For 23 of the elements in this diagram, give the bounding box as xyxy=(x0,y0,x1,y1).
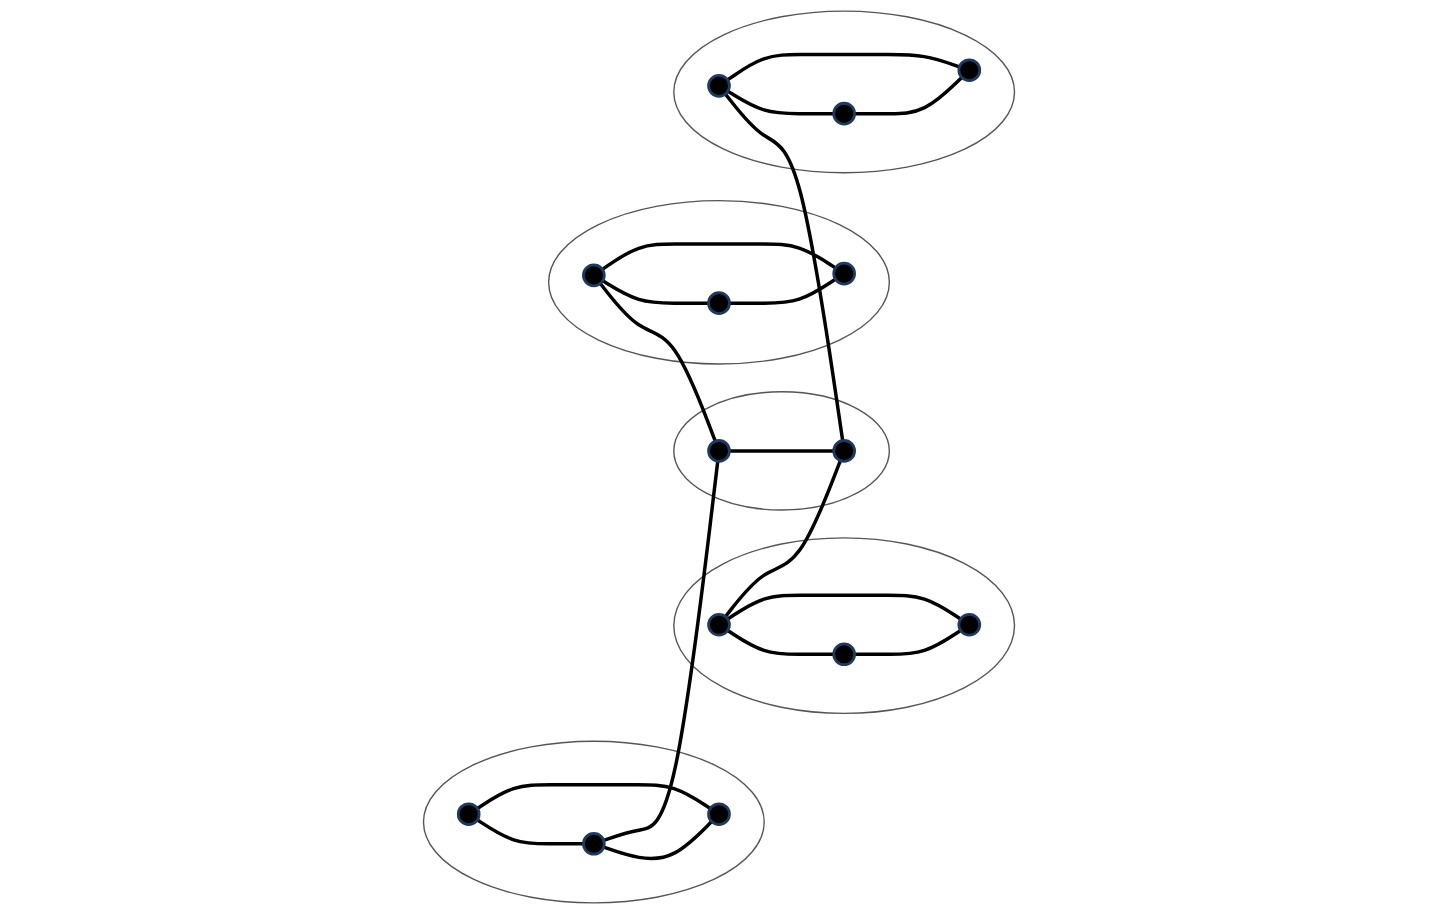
node-circle xyxy=(456,802,481,827)
node-circle xyxy=(957,58,982,83)
connector-line xyxy=(726,52,961,82)
node-circle xyxy=(832,101,856,126)
connector-line xyxy=(601,242,837,271)
connector-line xyxy=(603,461,720,842)
node-circle xyxy=(832,261,856,286)
connector-line xyxy=(724,93,845,441)
connector-line xyxy=(854,76,963,116)
connector-line xyxy=(601,279,709,305)
node-circle xyxy=(582,263,606,288)
connector-line xyxy=(603,820,713,861)
connector-line xyxy=(476,782,712,810)
node-circle xyxy=(957,612,982,637)
connector-line xyxy=(854,629,962,657)
connector-line xyxy=(724,460,842,618)
connector-line xyxy=(726,593,962,621)
connector-line xyxy=(598,282,717,442)
connector-line xyxy=(729,449,834,453)
connector-line xyxy=(476,818,584,846)
connector-line xyxy=(726,629,834,657)
connector-line xyxy=(729,277,837,305)
connector-line xyxy=(726,89,834,116)
